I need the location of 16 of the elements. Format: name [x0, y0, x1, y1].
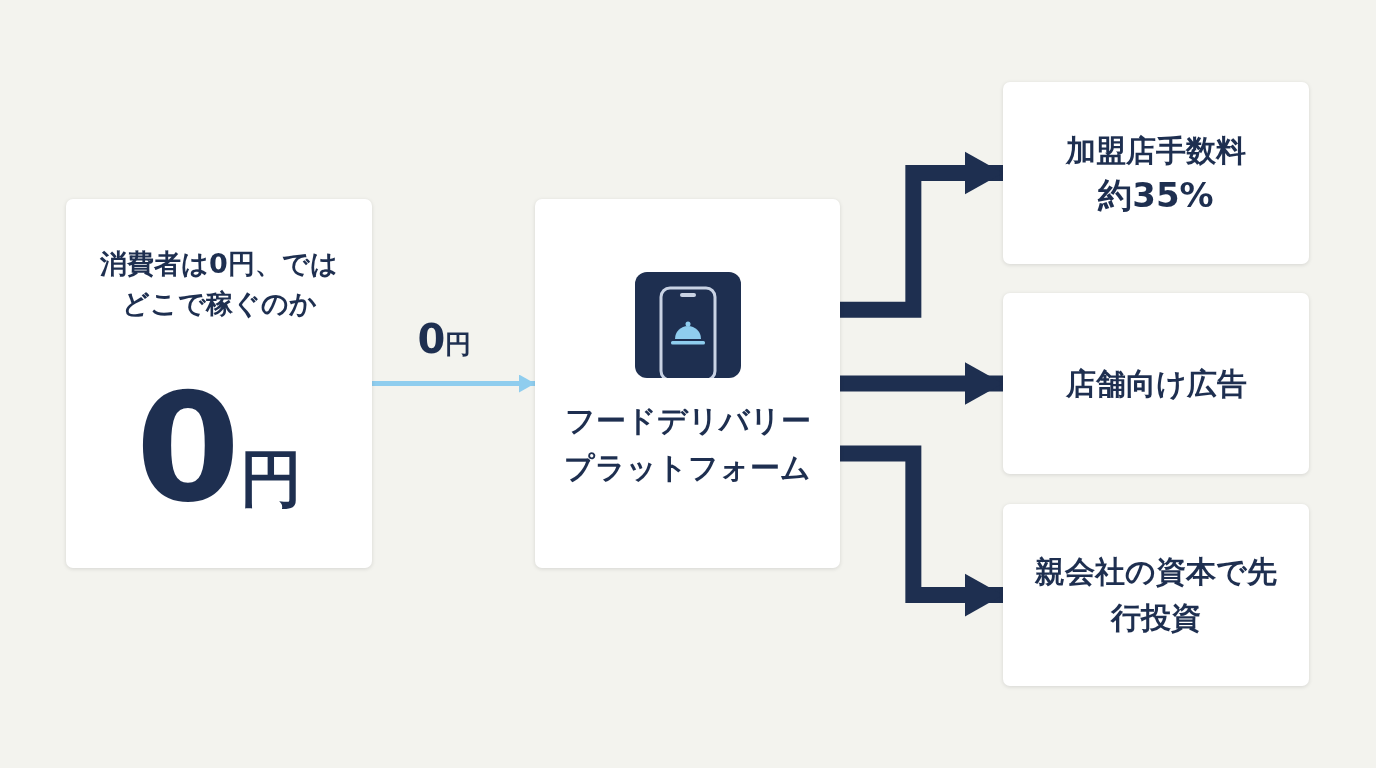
card	[1003, 504, 1309, 686]
arrow	[840, 445, 1003, 617]
amount-text: 0円	[135, 372, 303, 523]
card	[1003, 293, 1309, 474]
question-text: 消費者は0円、ではどこで稼ぐのか	[99, 247, 339, 321]
arrow	[840, 151, 1003, 318]
card	[66, 199, 372, 568]
arrow	[840, 361, 1003, 406]
node-title: 加盟店手数料	[1066, 132, 1246, 171]
node-title: 親会社の資本で先行投資	[1034, 552, 1278, 637]
rate-text: 約35%	[1098, 174, 1214, 218]
card	[1003, 82, 1309, 264]
node-title: フードデリバリープラットフォーム	[563, 402, 812, 487]
node-title: 店舗向け広告	[1065, 365, 1247, 403]
card	[535, 199, 840, 568]
arrow	[372, 374, 535, 393]
